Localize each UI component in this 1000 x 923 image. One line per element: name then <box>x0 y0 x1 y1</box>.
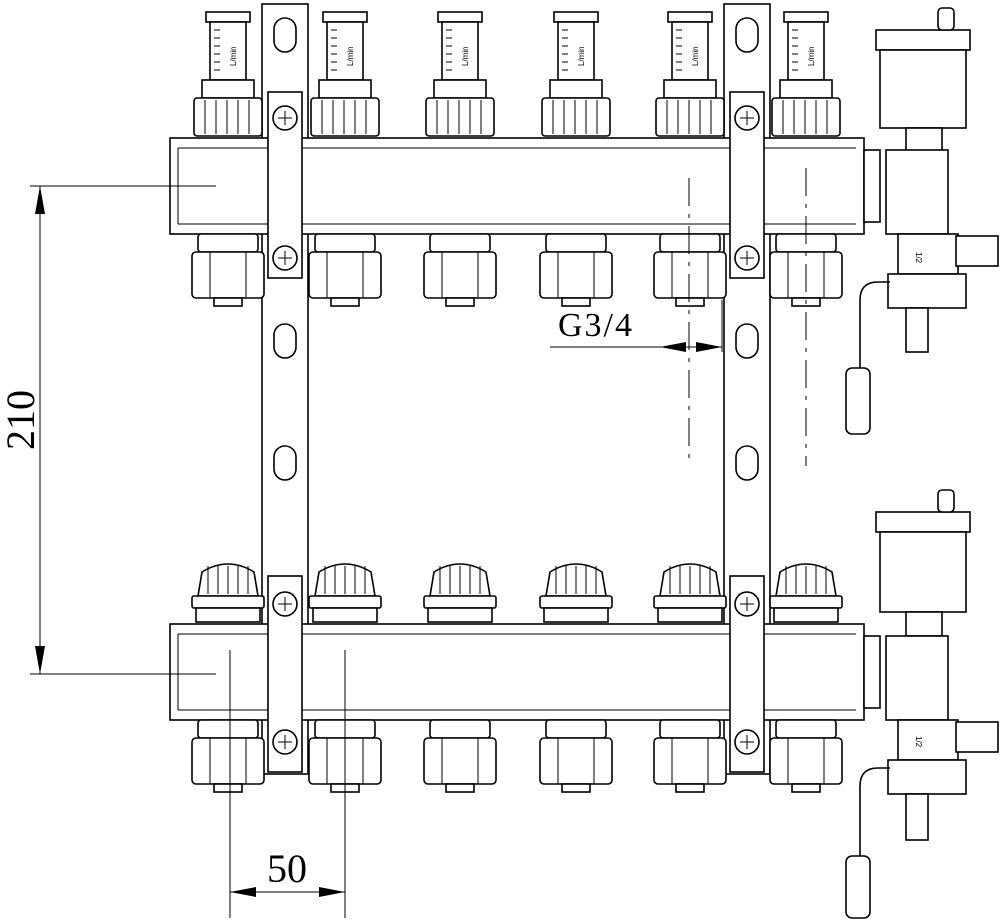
compression-fitting <box>191 233 265 307</box>
compression-fitting <box>423 719 497 793</box>
compression-fitting <box>539 233 613 307</box>
flowmeter: L/min <box>310 11 380 137</box>
height-dimension-label: 210 <box>0 390 43 450</box>
flowmeter-unit-label: L/min <box>346 46 355 66</box>
compression-fitting <box>308 233 382 307</box>
flowmeter: L/min <box>771 11 841 137</box>
compression-fitting <box>423 233 497 307</box>
valve-size-label-bottom: 1/2 <box>914 736 923 748</box>
bottom-manifold-bar <box>136 623 881 721</box>
valve-size-label: 1/2 <box>914 252 923 264</box>
flowmeter-unit-label: L/min <box>691 46 700 66</box>
air-vent-assembly-top: 1/2 <box>845 7 999 435</box>
flowmeter-unit-label: L/min <box>229 46 238 66</box>
spacing-dimension-label: 50 <box>267 846 307 891</box>
thread-dimension-label: G3/4 <box>558 307 634 344</box>
compression-fitting <box>769 719 843 793</box>
flowmeter-unit-label: L/min <box>577 46 586 66</box>
center-lines <box>688 168 807 466</box>
compression-fitting <box>191 719 265 793</box>
flowmeter-row: L/min L/min L/min L/min L/min L/min <box>193 11 841 137</box>
flowmeter-unit-label: L/min <box>807 46 816 66</box>
dimension-spacing: 50 <box>229 650 346 918</box>
valve-cap-row <box>191 563 843 623</box>
valve-cap <box>191 563 265 623</box>
outlet-fittings-bottom <box>191 719 843 793</box>
flowmeter: L/min <box>425 11 495 137</box>
valve-cap <box>308 563 382 623</box>
flowmeter: L/min <box>541 11 611 137</box>
compression-fitting <box>653 719 727 793</box>
valve-cap <box>769 563 843 623</box>
valve-cap <box>539 563 613 623</box>
outlet-fittings-top <box>191 233 843 307</box>
dimension-thread: G3/4 <box>550 300 723 352</box>
top-manifold-bar <box>136 137 881 235</box>
flowmeter: L/min <box>193 11 263 137</box>
flowmeter: L/min <box>655 11 725 137</box>
compression-fitting <box>539 719 613 793</box>
flowmeter-unit-label: L/min <box>461 46 470 66</box>
valve-cap <box>653 563 727 623</box>
air-vent-assembly-bottom: 1/2 <box>845 489 999 919</box>
dimension-height: 210 <box>0 185 136 675</box>
screw-heads <box>272 105 760 755</box>
compression-fitting <box>653 233 727 307</box>
valve-cap <box>423 563 497 623</box>
